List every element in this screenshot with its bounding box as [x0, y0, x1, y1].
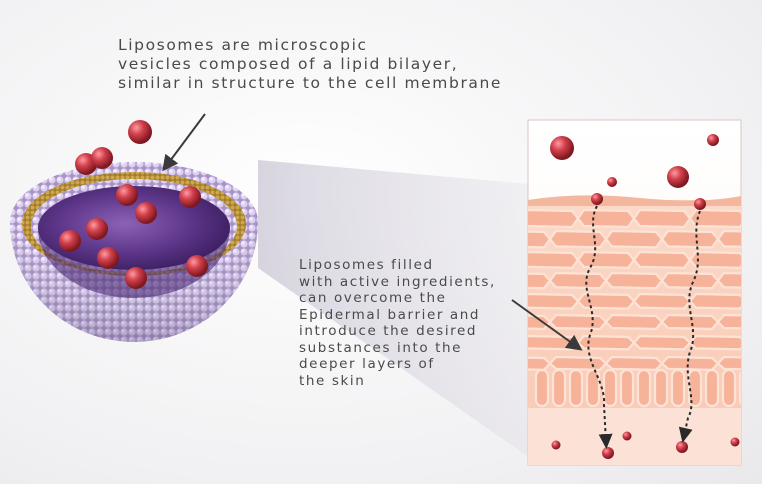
basal-cell	[670, 368, 686, 408]
particle	[179, 186, 201, 208]
skin-cell	[688, 250, 741, 269]
skin-cell	[548, 313, 608, 331]
skin-cells	[528, 208, 741, 408]
skin-cell	[660, 229, 720, 249]
caption-line: similar in structure to the cell membran…	[118, 74, 503, 92]
caption-line: deeper layers of	[299, 356, 435, 372]
skin-cell	[576, 292, 636, 310]
skin-cell	[604, 313, 664, 331]
skin-cell	[632, 292, 692, 310]
skin-cell	[528, 314, 552, 331]
basal-cell	[653, 368, 669, 408]
particle	[602, 447, 614, 459]
caption-line: Liposomes filled	[299, 257, 434, 273]
skin-cell	[528, 272, 552, 290]
caption-line: the skin	[299, 372, 366, 389]
skin-cell	[604, 271, 664, 290]
particle	[607, 177, 617, 187]
particle	[135, 202, 157, 224]
caption-line: introduce the desired	[299, 323, 478, 339]
particle	[667, 166, 689, 188]
basal-cell	[738, 370, 741, 406]
basal-cell	[721, 368, 737, 408]
particle	[116, 184, 138, 206]
caption-line: can overcome the	[299, 290, 447, 306]
particle	[59, 230, 81, 252]
skin-cell	[632, 334, 692, 351]
particle	[707, 134, 719, 146]
projection-beam	[258, 160, 540, 465]
particle	[694, 198, 706, 210]
skin-cell	[716, 313, 741, 330]
skin-cell	[688, 334, 741, 351]
particle	[186, 255, 208, 277]
basal-cell	[568, 368, 584, 408]
skin-cell	[528, 208, 580, 229]
skin-cell	[604, 355, 664, 371]
skin-cross-section	[527, 119, 742, 466]
skin-cell	[528, 292, 580, 310]
basal-cell	[704, 368, 720, 408]
skin-penetration-caption: Liposomes filled with active ingredients…	[299, 257, 496, 389]
skin-cell	[660, 313, 720, 331]
penetration-path-left	[585, 205, 613, 449]
skin-cell	[604, 229, 664, 249]
skin-cell	[576, 334, 636, 351]
particle	[551, 440, 561, 450]
caption-line: vesicles composed of a lipid bilayer,	[118, 55, 459, 73]
particle	[91, 147, 113, 169]
particle	[676, 441, 688, 453]
skin-cell	[548, 271, 608, 290]
skin-cell	[576, 250, 636, 269]
penetration-path-right	[678, 210, 701, 443]
particle	[730, 437, 740, 447]
skin-cell	[576, 208, 636, 229]
particle	[86, 218, 108, 240]
basal-cell	[636, 368, 652, 408]
skin-cell	[548, 229, 608, 249]
skin-cell	[528, 230, 552, 249]
membrane-pointer-arrow	[162, 113, 206, 172]
particle	[622, 431, 632, 441]
particle	[128, 120, 152, 144]
skin-cell	[632, 208, 692, 229]
vesicle-interior	[38, 186, 230, 270]
skin-cell	[548, 355, 608, 371]
skin-cell	[660, 355, 720, 371]
skin-cell	[528, 334, 580, 351]
skin-cell	[716, 355, 741, 371]
basal-cell	[602, 368, 618, 408]
skin-cell	[660, 271, 720, 290]
barrier-pointer-arrow	[511, 299, 583, 351]
skin-cell	[632, 250, 692, 269]
basal-cell	[534, 368, 550, 408]
basal-cell	[619, 368, 635, 408]
caption-line: Epidermal barrier and	[299, 306, 481, 323]
particle	[97, 247, 119, 269]
skin-particles	[550, 134, 740, 459]
skin-cell	[688, 292, 741, 310]
particle	[550, 136, 574, 160]
basal-cell	[551, 368, 567, 408]
particle	[125, 267, 147, 289]
basal-cell	[585, 368, 601, 408]
caption-line: substances into the	[299, 339, 463, 356]
caption-line: with active ingredients,	[299, 273, 496, 290]
active-ingredient-particles	[59, 120, 208, 289]
liposome-definition-caption: Liposomes are microscopic vesicles compo…	[118, 36, 502, 93]
skin-cell	[716, 271, 741, 289]
skin-cell	[528, 250, 580, 269]
particle	[591, 193, 603, 205]
skin-cell	[688, 208, 741, 229]
skin-cell	[716, 229, 741, 248]
caption-line: Liposomes are microscopic	[118, 36, 368, 54]
